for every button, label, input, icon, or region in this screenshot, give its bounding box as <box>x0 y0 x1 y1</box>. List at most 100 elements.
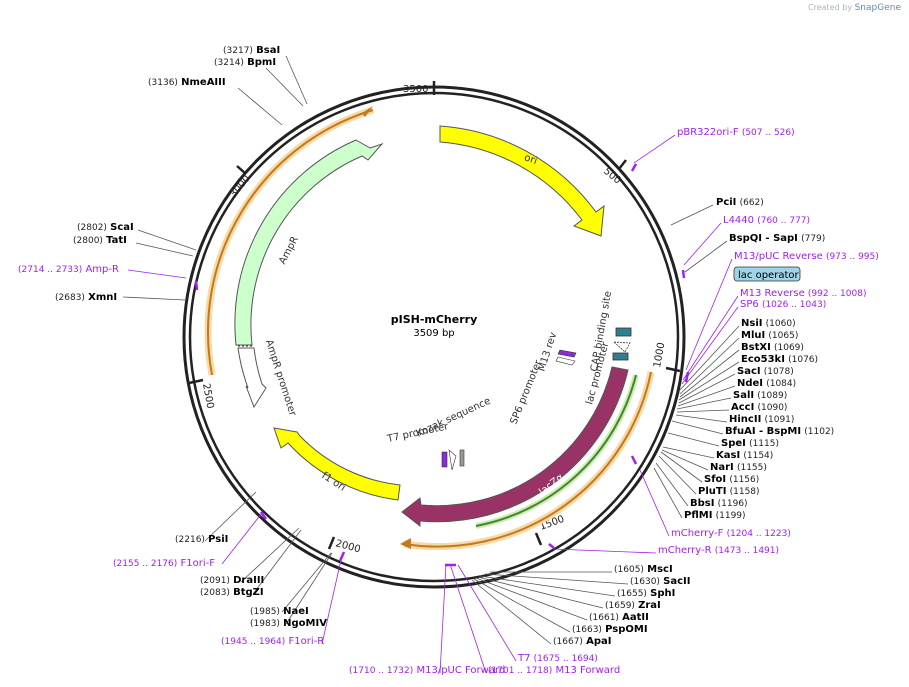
site-label[interactable]: (1659) ZraI <box>605 600 661 611</box>
label-position: (3217) <box>223 46 253 56</box>
primer-label[interactable]: M13 Reverse (992 .. 1008) <box>740 288 866 299</box>
primer-label[interactable]: SP6 (1026 .. 1043) <box>740 299 826 310</box>
label-name: BbsI <box>690 498 714 509</box>
site-label[interactable]: (3136) NmeAIII <box>148 77 226 88</box>
site-label[interactable]: (2083) BtgZI <box>200 587 264 598</box>
label-position: (760 .. 777) <box>757 216 810 226</box>
site-label[interactable]: (2091) DraIII <box>200 575 264 586</box>
site-label[interactable]: BstXI (1069) <box>741 342 804 353</box>
ampr-feature[interactable] <box>234 139 384 346</box>
m13-rev-feature[interactable] <box>557 349 577 358</box>
site-label[interactable]: NarI (1155) <box>710 462 767 473</box>
primer-label[interactable]: M13/pUC Reverse (973 .. 995) <box>734 251 879 262</box>
primer-label[interactable]: (1710 .. 1732) M13/pUC Forward <box>349 665 505 676</box>
site-label[interactable]: NsiI (1060) <box>741 318 796 329</box>
site-label[interactable]: SalI (1089) <box>733 390 787 401</box>
lac-operator-box[interactable] <box>612 352 629 361</box>
label-position: (2091) <box>200 576 230 586</box>
site-label[interactable]: (1655) SphI <box>617 588 675 599</box>
leader-line <box>221 512 263 565</box>
label-name: NarI <box>710 462 734 473</box>
label-name: BstXI <box>741 342 771 353</box>
site-label[interactable]: (1605) MscI <box>614 564 673 575</box>
primer-label[interactable]: pBR322ori-F (507 .. 526) <box>677 127 795 138</box>
leader-line <box>675 414 728 423</box>
f1-ori-feature[interactable] <box>273 427 401 501</box>
site-label[interactable]: KasI (1154) <box>716 450 773 461</box>
primer-label[interactable]: mCherry-F (1204 .. 1223) <box>671 528 791 539</box>
label-name: BspQI - SapI <box>729 233 798 244</box>
site-label[interactable]: PluTI (1158) <box>698 486 760 497</box>
label-name: ScaI <box>110 222 134 233</box>
site-label[interactable]: PflMI (1199) <box>684 510 746 521</box>
site-label[interactable]: (1661) AatII <box>589 612 649 623</box>
site-label[interactable]: (1983) NgoMIV <box>250 618 327 629</box>
site-label[interactable]: (2802) ScaI <box>77 222 134 233</box>
site-label[interactable]: (2216) PsiI <box>175 534 228 545</box>
site-label[interactable]: SpeI (1115) <box>721 438 779 449</box>
site-label[interactable]: NdeI (1084) <box>737 378 796 389</box>
label-name: SacII <box>663 576 690 587</box>
leader-line <box>285 552 333 625</box>
label-name: NgoMIV <box>283 618 327 629</box>
site-label[interactable]: (1985) NaeI <box>250 606 309 617</box>
leader-line <box>477 576 604 609</box>
site-label[interactable]: HincII (1091) <box>729 414 794 425</box>
lacz-feature[interactable] <box>401 366 629 528</box>
site-label[interactable]: (1630) SacII <box>630 576 690 587</box>
primer-label[interactable]: (1945 .. 1964) F1ori-R <box>221 636 324 647</box>
site-label[interactable]: BspQI - SapI (779) <box>729 233 825 244</box>
label-name: BfuAI - BspMI <box>725 426 801 437</box>
primer-label[interactable]: (2714 .. 2733) Amp-R <box>18 264 119 275</box>
site-label[interactable]: PciI (662) <box>716 197 764 208</box>
primer-label[interactable]: (1701 .. 1718) M13 Forward <box>488 665 620 676</box>
label-name: Eco53kI <box>741 354 785 365</box>
site-label[interactable]: AccI (1090) <box>731 402 787 413</box>
label-position: (1076) <box>788 355 818 365</box>
leader-line <box>265 67 304 107</box>
label-position: (1158) <box>730 487 760 497</box>
label-name: mCherry-R <box>658 545 712 556</box>
leader-line <box>662 446 715 459</box>
site-label[interactable]: (2683) XmnI <box>55 292 117 303</box>
primer-label[interactable]: (2155 .. 2176) F1ori-F <box>113 558 215 569</box>
t7-feature[interactable] <box>441 451 448 468</box>
label-name: NdeI <box>737 378 763 389</box>
label-name: ZraI <box>638 600 661 611</box>
label-position: (1663) <box>572 625 602 635</box>
label-position: (507 .. 526) <box>742 128 795 138</box>
site-label[interactable]: Eco53kI (1076) <box>741 354 818 365</box>
site-label[interactable]: SacI (1078) <box>737 366 794 377</box>
kozak-feature[interactable] <box>459 449 465 467</box>
cap-binding-box[interactable] <box>615 327 632 337</box>
leader-line <box>321 559 342 645</box>
tick-label-1000: 1000 <box>652 342 667 369</box>
site-label[interactable]: BbsI (1196) <box>690 498 748 509</box>
sp6-promoter-feature[interactable] <box>555 356 576 366</box>
leader-line <box>137 229 197 251</box>
primer-label[interactable]: mCherry-R (1473 .. 1491) <box>658 545 779 556</box>
site-label[interactable]: BfuAI - BspMI (1102) <box>725 426 834 437</box>
site-label[interactable]: (3217) BsaI <box>223 45 280 56</box>
label-position: (1196) <box>718 499 748 509</box>
t7-promoter-feature[interactable] <box>448 449 457 471</box>
site-label[interactable]: (2800) TatI <box>73 235 127 246</box>
leader-line <box>676 409 730 413</box>
label-name: F1ori-F <box>180 558 215 569</box>
leader-line <box>281 552 332 613</box>
label-position: (1155) <box>737 463 767 473</box>
leader-line <box>671 420 724 435</box>
site-label[interactable]: (1667) ApaI <box>553 636 612 647</box>
ampr-promoter-feature[interactable] <box>237 347 267 409</box>
site-label[interactable]: (3214) BpmI <box>214 57 276 68</box>
primer-label[interactable]: T7 (1675 .. 1694) <box>517 653 598 664</box>
site-label[interactable]: (1663) PspOMI <box>572 624 648 635</box>
lac-promoter-arrow[interactable] <box>612 341 631 353</box>
site-label[interactable]: SfoI (1156) <box>704 474 759 485</box>
primer-label[interactable]: L4440 (760 .. 777) <box>723 215 810 226</box>
label-name: M13/pUC Reverse <box>734 251 823 262</box>
ori-feature[interactable] <box>439 125 605 237</box>
label-position: (1710 .. 1732) <box>349 666 413 676</box>
label-name: L4440 <box>723 215 754 226</box>
site-label[interactable]: MluI (1065) <box>741 330 798 341</box>
